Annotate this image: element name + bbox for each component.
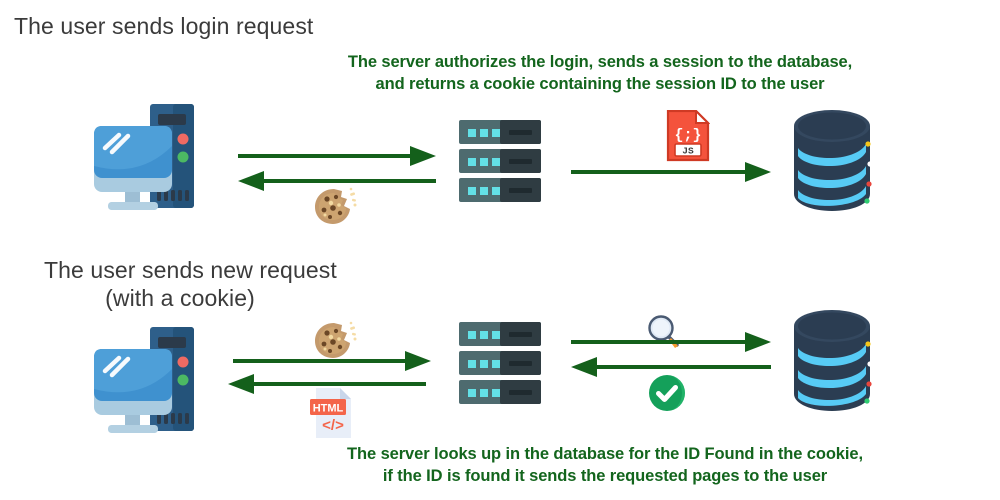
row2-cookie-icon xyxy=(314,320,360,360)
row1-arrow-client-to-server xyxy=(238,146,436,166)
row1-arrow-server-to-client xyxy=(238,171,436,191)
svg-text:</>: </> xyxy=(322,417,344,434)
row1-cookie-icon xyxy=(314,186,360,226)
row2-arrow-client-to-server xyxy=(233,351,431,371)
row2-check-circle-icon xyxy=(648,374,686,412)
row2-arrow-server-to-client xyxy=(228,374,426,394)
svg-text:HTML: HTML xyxy=(313,402,344,414)
row1-server-rack xyxy=(459,120,541,202)
row2-caption-line2: if the ID is found it sends the requeste… xyxy=(382,466,828,485)
row2-title-line2: (with a cookie) xyxy=(105,285,255,312)
row2-title: The user sends new request (with a cooki… xyxy=(44,256,337,312)
row1-database-icon xyxy=(792,108,876,212)
row2-arrow-database-to-server xyxy=(571,357,771,377)
row2-caption-line1: The server looks up in the database for … xyxy=(347,445,863,463)
row1-arrow-server-to-database xyxy=(571,162,771,182)
row2-server-rack xyxy=(459,322,541,404)
row1-client-computer xyxy=(88,104,212,216)
row2-html-file-icon: HTML </> xyxy=(307,387,355,439)
row2-arrow-server-to-database xyxy=(571,332,771,352)
svg-text:{;}: {;} xyxy=(674,127,701,144)
row1-caption: The server authorizes the login, sends a… xyxy=(300,52,900,96)
svg-text:JS: JS xyxy=(682,146,694,157)
row1-caption-line1: The server authorizes the login, sends a… xyxy=(347,53,853,71)
row2-title-line1: The user sends new request xyxy=(44,257,337,283)
row1-title: The user sends login request xyxy=(14,13,314,39)
row2-client-computer xyxy=(88,327,212,439)
row1-js-file-icon: {;} JS xyxy=(666,110,710,162)
row2-database-icon xyxy=(792,308,876,412)
row1-caption-line2: and returns a cookie containing the sess… xyxy=(375,74,825,93)
row2-caption: The server looks up in the database for … xyxy=(280,444,930,488)
